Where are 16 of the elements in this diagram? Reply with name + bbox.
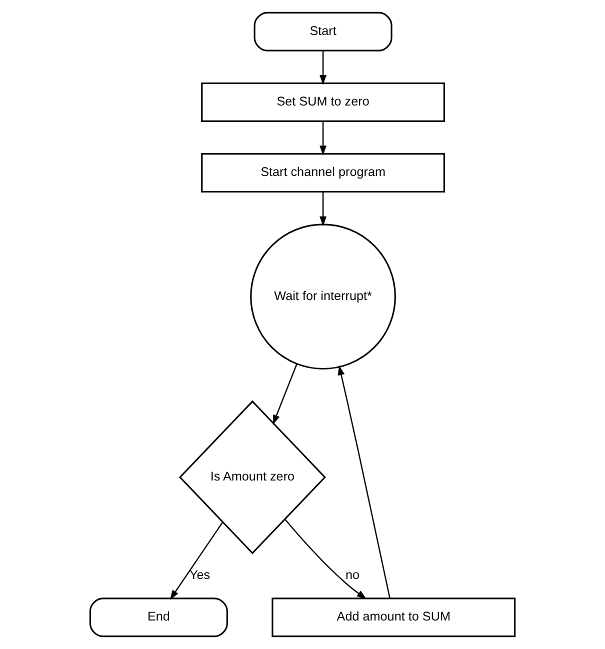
arrow <box>272 364 298 425</box>
node-box: Add amount to SUM <box>272 598 516 638</box>
arrow <box>320 50 327 85</box>
edge-label: Yes <box>189 568 210 582</box>
node-box: Start <box>254 12 392 52</box>
arrow <box>320 192 327 226</box>
node-box: Set SUM to zero <box>201 82 445 122</box>
arrow <box>170 522 224 600</box>
arrow <box>338 365 390 598</box>
arrow <box>320 121 327 156</box>
node-diamond: Is Amount zero <box>178 400 326 554</box>
node-box: End <box>89 598 228 638</box>
edge-label: no <box>346 568 360 582</box>
node-box: Start channel program <box>201 153 445 193</box>
arrow <box>284 519 367 600</box>
node-circle: Wait for interrupt* <box>250 224 396 370</box>
